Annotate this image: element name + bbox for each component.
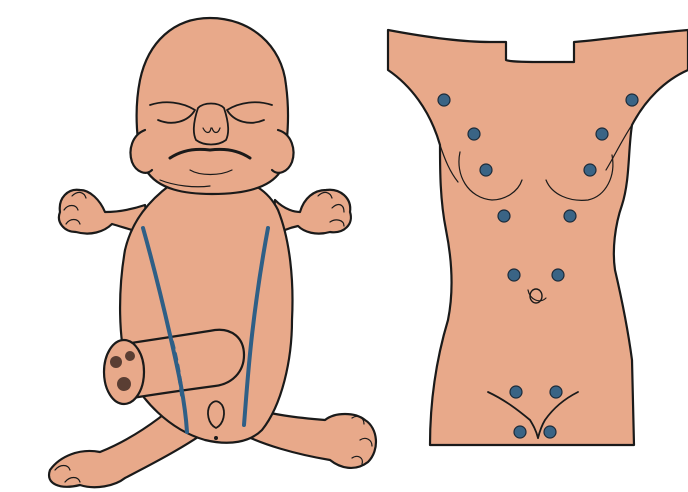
nipple-site-upper-left xyxy=(468,128,480,140)
nipple-site-axilla-left xyxy=(438,94,450,106)
embryo-anus-dot xyxy=(214,436,218,440)
embryo-figure xyxy=(49,18,376,487)
nipple-site-abdomen-left xyxy=(508,269,520,281)
embryo-head xyxy=(137,18,288,194)
nipple-site-upper-right xyxy=(596,128,608,140)
nipple-site-inguinal-right xyxy=(550,386,562,398)
nipple-right xyxy=(584,164,596,176)
nipple-site-vulvar-left xyxy=(514,426,526,438)
adult-torso-figure xyxy=(388,30,688,445)
nipple-site-axilla-right xyxy=(626,94,638,106)
nipple-site-lower-left xyxy=(498,210,510,222)
umbilical-cord-cut-end xyxy=(104,340,144,404)
nipple-site-abdomen-right xyxy=(552,269,564,281)
nipple-site-vulvar-right xyxy=(544,426,556,438)
nipple-site-lower-right xyxy=(564,210,576,222)
umbilical-vessel-2 xyxy=(125,351,135,361)
torso-body xyxy=(388,30,688,445)
umbilical-vessel-1 xyxy=(110,356,122,368)
umbilical-vessel-3 xyxy=(117,377,131,391)
nipple-site-inguinal-left xyxy=(510,386,522,398)
nipple-left xyxy=(480,164,492,176)
embryo-torso xyxy=(120,178,292,443)
